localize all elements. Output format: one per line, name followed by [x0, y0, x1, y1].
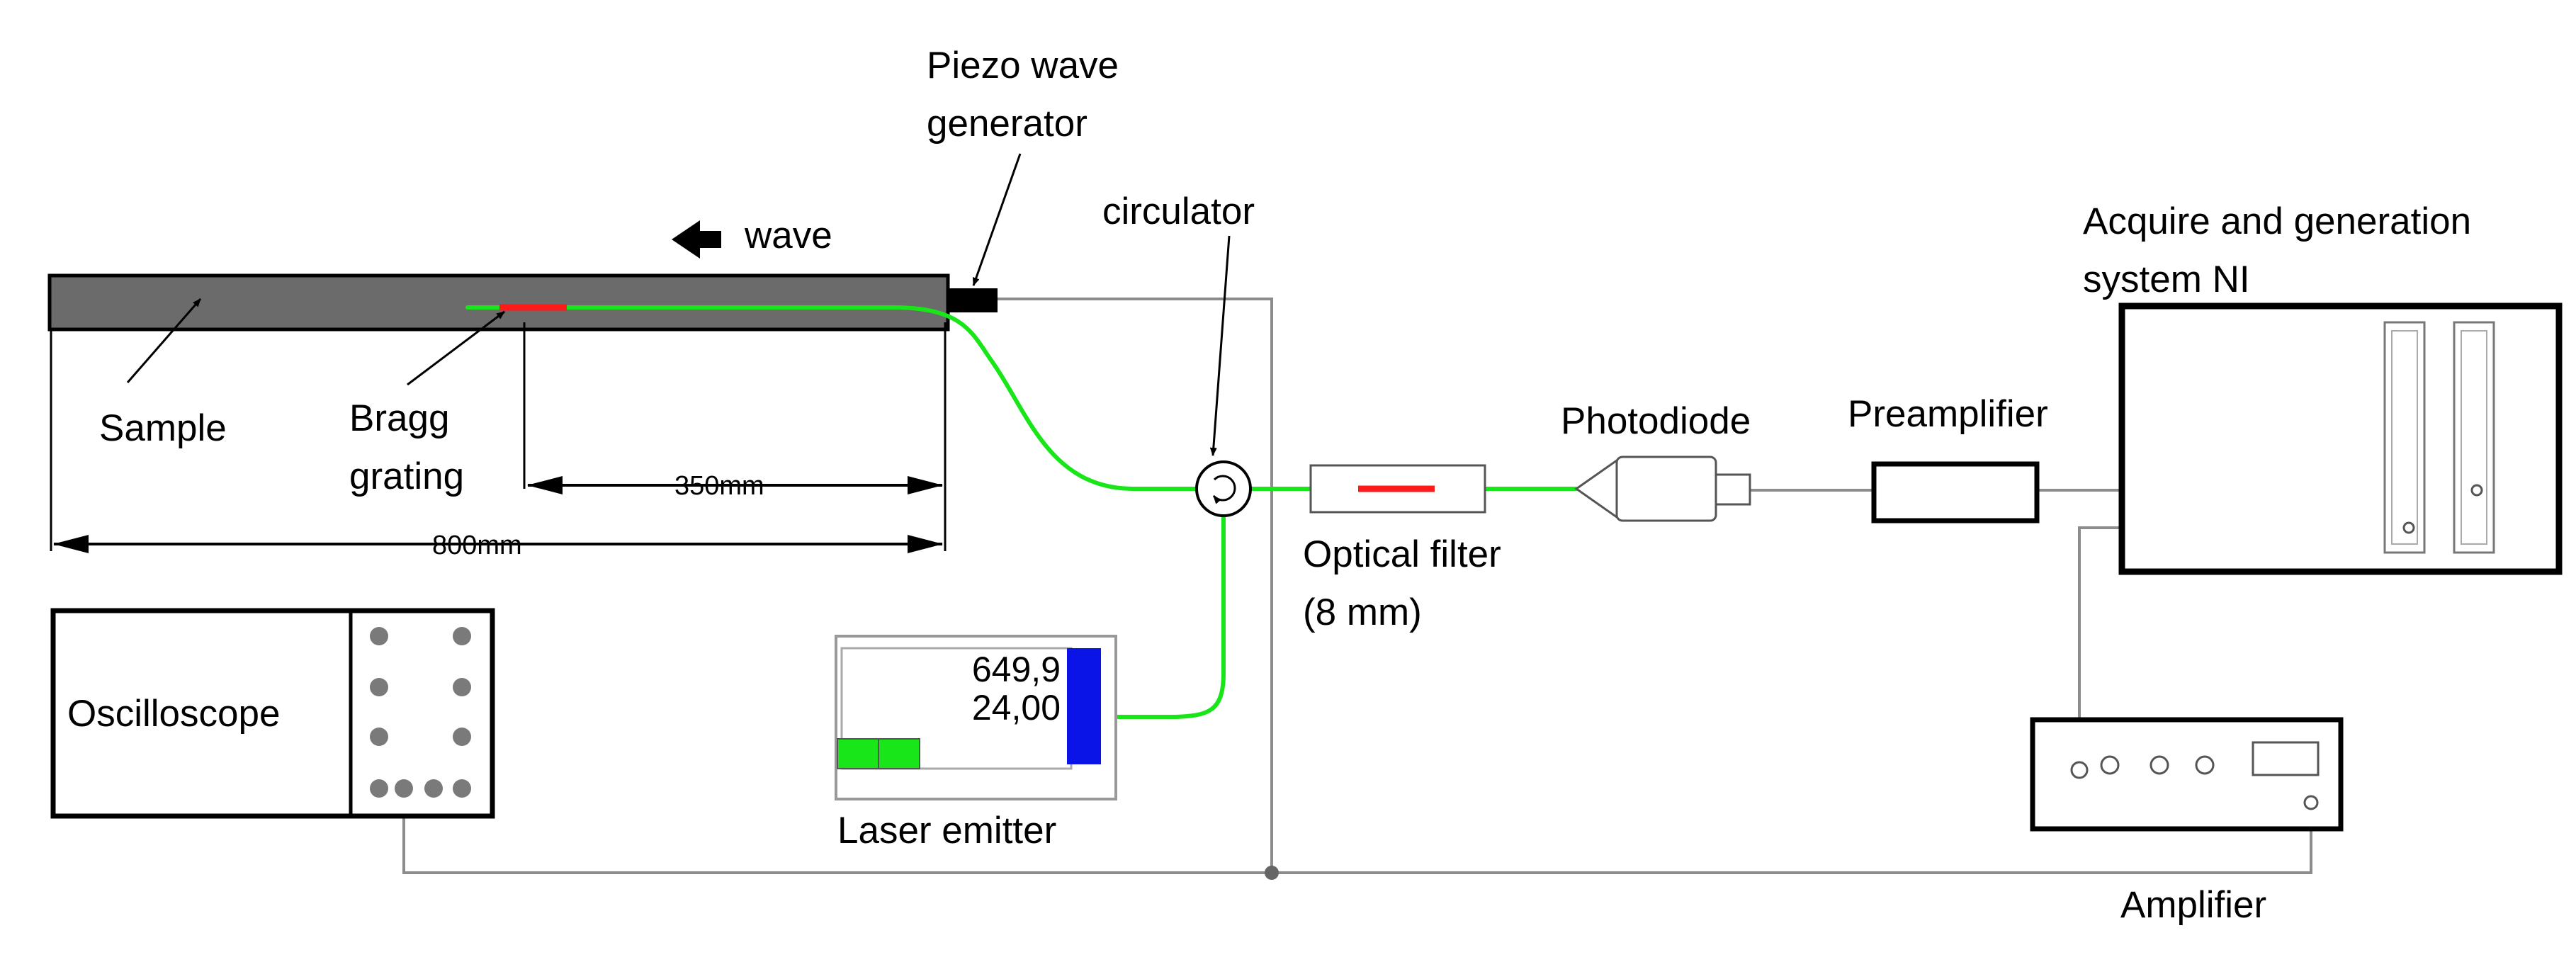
laser-readout-2: 24,00 [972, 688, 1061, 728]
circulator-rotation-icon [1212, 475, 1236, 504]
optical-filter-label-line1: Optical filter [1303, 533, 1501, 575]
sample-pointer [126, 298, 202, 383]
bragg-label-line2: grating [349, 455, 464, 497]
piezo-label-line1: Piezo wave [927, 45, 1119, 86]
ni-port-1 [2402, 521, 2415, 534]
wave-label: wave [744, 215, 832, 256]
piezo-label-line2: generator [927, 103, 1088, 145]
dim-800-label: 800mm [432, 531, 522, 560]
preamplifier-box [1871, 461, 2040, 524]
circulator-label: circulator [1102, 191, 1255, 232]
fiber-on-sample [465, 305, 1199, 491]
oscilloscope-label: Oscilloscope [67, 693, 280, 735]
ni-card-slot-2 [2453, 321, 2495, 554]
dim-350-label: 350mm [674, 471, 764, 501]
amplifier-output-port [2303, 795, 2319, 810]
circulator [1195, 460, 1252, 517]
laser-emitter [835, 635, 1117, 800]
sample-bar [47, 273, 950, 332]
wire-bus-bottom [402, 805, 2312, 874]
amplifier-label: Amplifier [2120, 884, 2266, 926]
wire-piezo-to-bus [995, 298, 1273, 873]
amplifier [2030, 717, 2344, 832]
laser-indicator [1067, 648, 1101, 764]
bragg-pointer [407, 310, 505, 386]
optical-filter-label-line2: (8 mm) [1303, 592, 1422, 633]
piezo-generator [948, 288, 998, 312]
laser-emitter-label: Laser emitter [837, 810, 1056, 851]
amplifier-knob-3 [2150, 755, 2169, 775]
photodiode [1574, 455, 1751, 522]
ni-port-2 [2470, 484, 2483, 497]
pointer-arrows [126, 153, 1231, 456]
ni-acquisition-system [2118, 302, 2563, 575]
dimension-lines [50, 322, 947, 553]
wave-arrow-icon [672, 220, 721, 259]
preamplifier-label: Preamplifier [1848, 393, 2048, 435]
bus-junction [1265, 866, 1279, 880]
amplifier-knob-2 [2100, 755, 2120, 775]
amplifier-knob-1 [2070, 761, 2089, 779]
laser-readout-1: 649,9 [972, 650, 1061, 689]
fiber-circulator-to-laser [1112, 511, 1226, 719]
optical-fiber [465, 305, 1578, 719]
acquire-label-line2: system NI [2083, 259, 2250, 300]
sample-label: Sample [99, 407, 227, 449]
circulator-pointer [1209, 235, 1231, 456]
acquire-label-line1: Acquire and generation [2083, 200, 2471, 242]
piezo-pointer [972, 153, 1022, 286]
bragg-label-line1: Bragg [349, 397, 449, 439]
oscilloscope [50, 608, 495, 819]
ni-card-slot-1 [2383, 321, 2426, 554]
amplifier-knob-4 [2195, 755, 2215, 775]
amplifier-display [2252, 741, 2320, 776]
oscilloscope-knobs [370, 627, 471, 798]
photodiode-label: Photodiode [1561, 400, 1751, 442]
